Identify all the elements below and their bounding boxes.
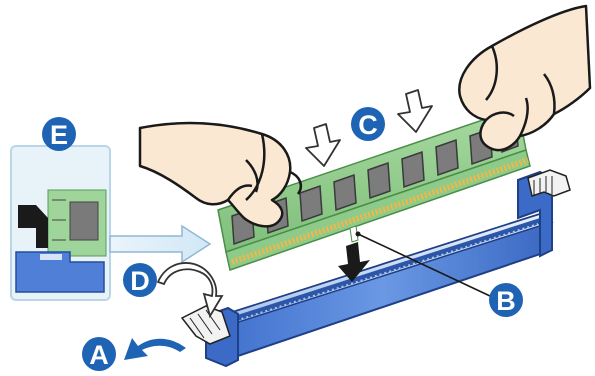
latch-close-arrow-d bbox=[156, 262, 224, 319]
inset-chip bbox=[69, 201, 99, 241]
insert-direction-arrows bbox=[305, 89, 433, 167]
callout-d-circle bbox=[123, 263, 157, 297]
callout-b-circle bbox=[489, 283, 523, 317]
gold-contacts bbox=[231, 157, 529, 265]
outline-down-arrow-left bbox=[305, 123, 341, 167]
callout-e: E bbox=[42, 117, 76, 151]
callout-a-label: A bbox=[89, 340, 109, 370]
callout-a-circle bbox=[82, 337, 116, 371]
callout-c-label: C bbox=[358, 110, 378, 140]
callout-e-label: E bbox=[50, 120, 68, 150]
seat-down-arrow bbox=[338, 242, 370, 282]
callout-c: C bbox=[351, 107, 385, 141]
detail-inset-e bbox=[10, 145, 111, 301]
inset-pointer-arrow bbox=[109, 224, 212, 264]
callout-d: D bbox=[123, 263, 157, 297]
inset-latch bbox=[18, 205, 48, 248]
memory-module bbox=[217, 107, 531, 271]
leader-line-b bbox=[357, 233, 491, 297]
slot-channel bbox=[222, 218, 546, 324]
module-key-notch bbox=[349, 225, 359, 243]
callout-c-circle bbox=[351, 107, 385, 141]
callout-b: B bbox=[489, 283, 523, 317]
inset-slot-end bbox=[15, 251, 105, 293]
latch-open-arrow-a bbox=[124, 338, 186, 360]
outline-down-arrow-right bbox=[397, 89, 433, 133]
left-hand bbox=[138, 121, 302, 228]
left-retaining-clip bbox=[180, 305, 231, 345]
right-hand bbox=[458, 4, 592, 152]
callout-d-label: D bbox=[130, 266, 150, 296]
right-retaining-clip bbox=[527, 169, 571, 197]
callout-b-label: B bbox=[496, 286, 516, 316]
callout-e-circle bbox=[42, 117, 76, 151]
callout-a: A bbox=[82, 337, 116, 371]
dimm-slot bbox=[205, 170, 554, 368]
